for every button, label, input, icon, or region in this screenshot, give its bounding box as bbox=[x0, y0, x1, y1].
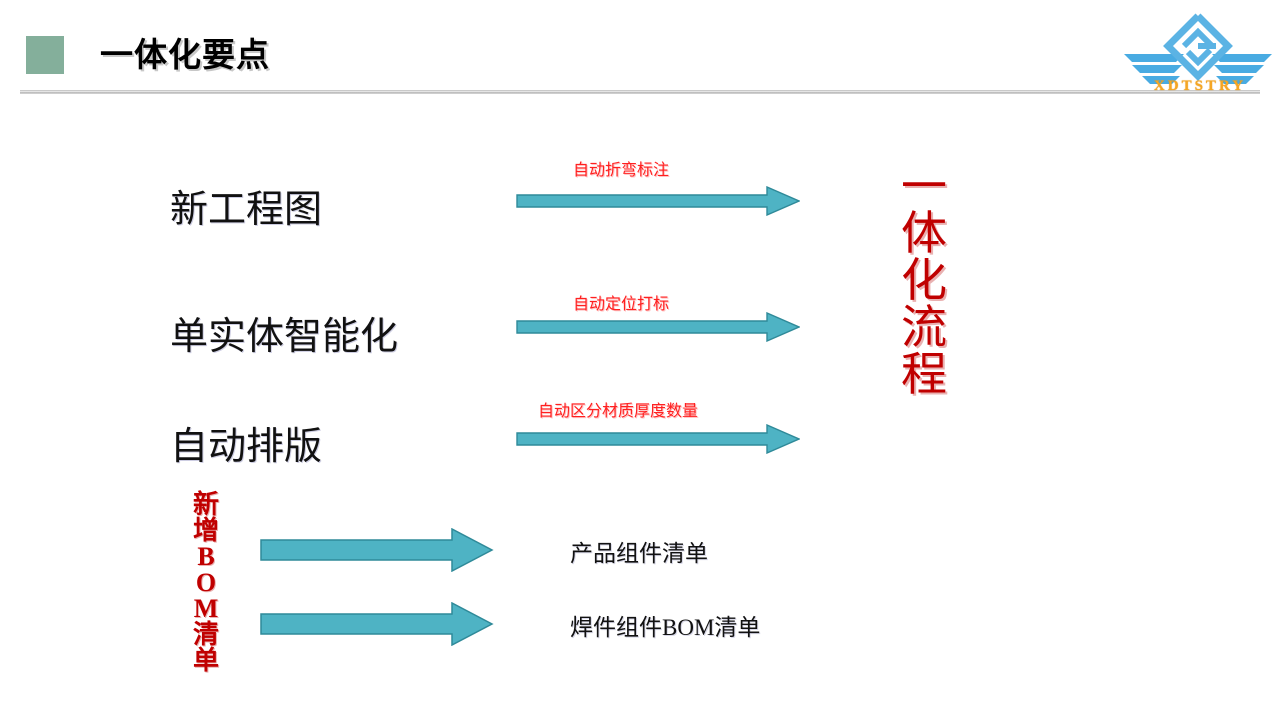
flow-char-3: 化 bbox=[901, 255, 947, 306]
flow-char-1: 一 bbox=[901, 161, 947, 212]
bom-char-6: 清 bbox=[192, 620, 219, 649]
flow-char-5: 程 bbox=[901, 349, 947, 400]
arrow-caption-2: 自动定位打标 bbox=[573, 296, 670, 313]
bom-output-label-2: 焊件组件BOM清单 bbox=[570, 615, 761, 640]
bom-arrow-2 bbox=[260, 602, 494, 646]
bom-vertical-label: 新 增 B O M 清 单 bbox=[186, 492, 226, 674]
flow-char-4: 流 bbox=[901, 302, 947, 353]
bom-char-4: O bbox=[195, 568, 217, 597]
header-bullet-square bbox=[26, 36, 64, 74]
process-arrow-3 bbox=[516, 424, 800, 454]
header-divider bbox=[20, 90, 1260, 94]
arrow-caption-3: 自动区分材质厚度数量 bbox=[538, 403, 699, 420]
stage-label-2: 单实体智能化 bbox=[170, 316, 399, 358]
bom-char-5: M bbox=[193, 594, 219, 623]
arrow-caption-1: 自动折弯标注 bbox=[573, 162, 670, 179]
logo-wordmark: XDTSTRY bbox=[1153, 78, 1247, 94]
bom-char-2: 增 bbox=[192, 516, 219, 545]
flow-vertical-label: 一 体 化 流 程 bbox=[893, 163, 955, 398]
bom-char-7: 单 bbox=[192, 646, 219, 675]
bom-char-3: B bbox=[197, 542, 215, 571]
brand-logo bbox=[1122, 10, 1274, 96]
flow-char-2: 体 bbox=[901, 208, 947, 259]
process-arrow-1 bbox=[516, 186, 800, 216]
stage-label-3: 自动排版 bbox=[170, 426, 323, 468]
bom-arrow-1 bbox=[260, 528, 494, 572]
page-title: 一体化要点 bbox=[100, 36, 270, 73]
bom-output-label-1: 产品组件清单 bbox=[570, 541, 708, 566]
bom-char-1: 新 bbox=[192, 490, 219, 519]
process-arrow-2 bbox=[516, 312, 800, 342]
stage-label-1: 新工程图 bbox=[170, 189, 323, 231]
